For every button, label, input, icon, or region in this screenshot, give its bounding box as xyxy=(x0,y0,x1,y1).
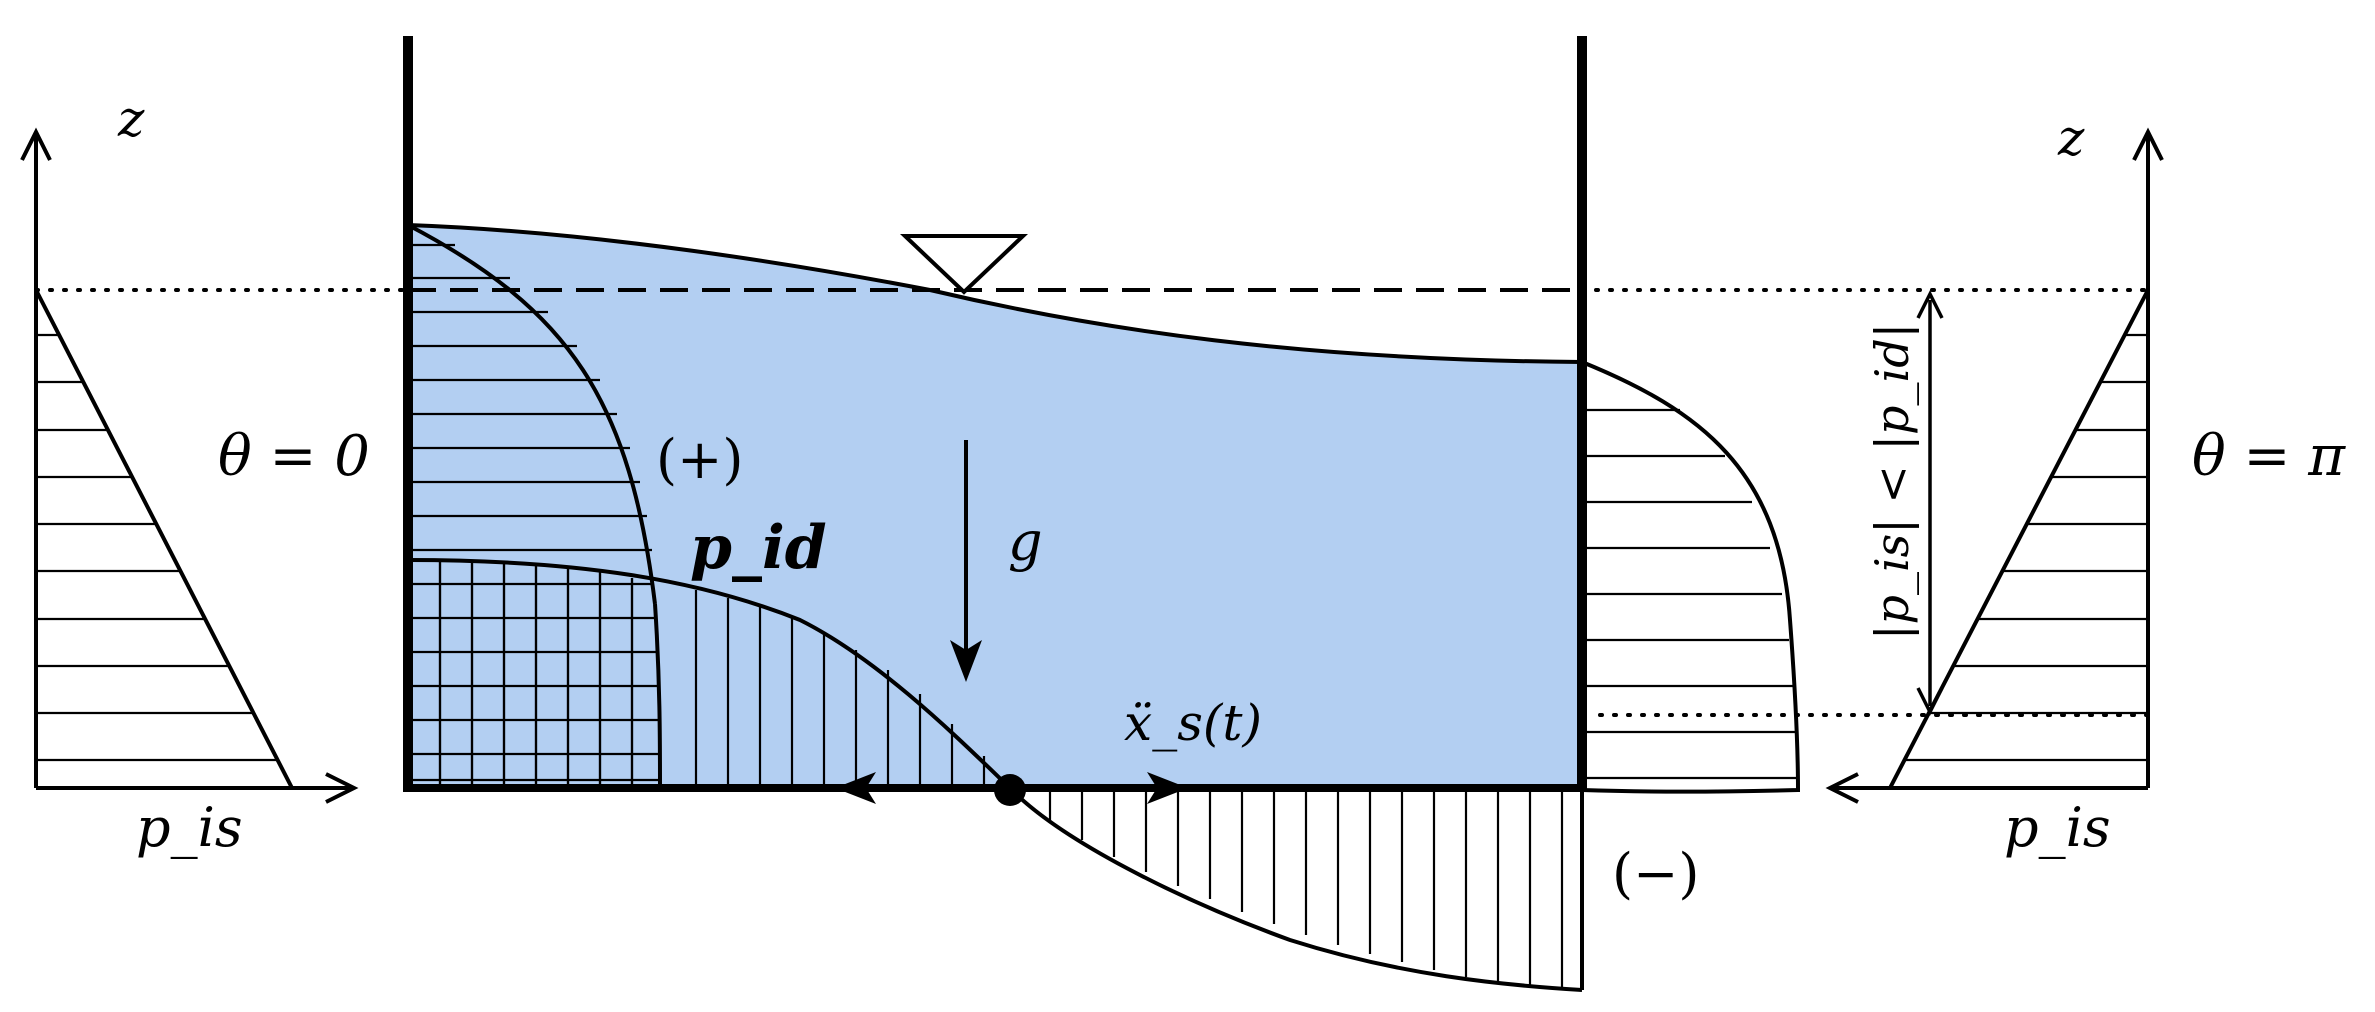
right-pis-label: p_is xyxy=(2004,796,2111,859)
pressure-inequality-label: |p_is| < |p_id| xyxy=(1865,323,1919,640)
pivot-dot xyxy=(994,774,1026,806)
theta-pi-label: θ = π xyxy=(2192,424,2346,489)
gravity-label: g xyxy=(1008,510,1043,573)
free-surface xyxy=(407,223,1583,364)
dynamic-pressure-curve-right xyxy=(1581,360,1801,794)
dynamic-pressure-curve-left xyxy=(407,223,657,605)
left-hydrostatic-hatching xyxy=(36,333,278,762)
negative-sign-label: (−) xyxy=(1612,842,1699,905)
left-hydrostatic-line xyxy=(34,289,294,789)
accel-right-arrowhead-icon xyxy=(1147,772,1188,804)
left-z-axis-arrowhead xyxy=(20,127,52,161)
dimension-bottom-arrowhead xyxy=(1916,687,1944,716)
negative-horizontal-hatching xyxy=(1582,408,1797,780)
still-water-triangle-icon xyxy=(899,234,1029,295)
acceleration-label: ẍ_s(t) xyxy=(1124,694,1262,752)
left-p-axis-arrowhead xyxy=(325,772,359,804)
right-z-label: z xyxy=(2057,109,2085,167)
left-hydrostatic-profile xyxy=(20,127,359,804)
positive-horizontal-hatching xyxy=(408,243,660,782)
positive-sign-label: (+) xyxy=(656,428,743,491)
right-hydrostatic-profile xyxy=(1825,127,2164,804)
right-hydrostatic-hatching xyxy=(1904,333,2148,762)
left-z-label: z xyxy=(117,90,145,148)
theta-zero-label: θ = 0 xyxy=(218,424,370,489)
dynamic-pressure-curve-left-lower xyxy=(653,603,662,789)
fluid-body xyxy=(408,225,1582,788)
dimension-top-arrowhead xyxy=(1916,290,1944,319)
negative-dynamic-pressure-region xyxy=(1581,360,1801,794)
dynamic-pressure-label: p_id xyxy=(690,513,827,583)
positive-dynamic-pressure-region xyxy=(407,223,662,789)
gravity-arrowhead-icon xyxy=(950,640,982,682)
positive-grid-vertical-hatching xyxy=(438,561,634,788)
accel-left-arrowhead-icon xyxy=(835,772,876,804)
right-p-axis-arrowhead xyxy=(1825,772,1859,804)
left-pis-label: p_is xyxy=(136,796,243,859)
right-z-axis-arrowhead xyxy=(2132,127,2164,161)
